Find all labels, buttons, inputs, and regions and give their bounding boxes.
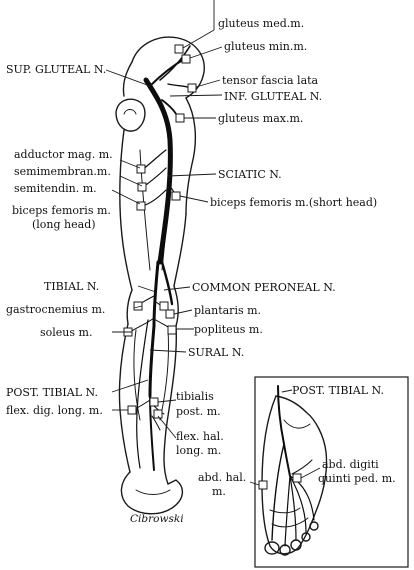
label-biceps-femoris-long-1: biceps femoris m. <box>12 204 111 217</box>
label-flex-dig-long: flex. dig. long. m. <box>6 404 103 417</box>
leg-labels: gluteus med.m. gluteus min.m. SUP. GLUTE… <box>6 17 377 525</box>
label-post-tibial-nerve: POST. TIBIAL N. <box>6 386 98 399</box>
label-abd-digiti-1: abd. digiti <box>322 458 379 471</box>
label-sural-nerve: SURAL N. <box>188 346 244 359</box>
label-semimembran: semimembran.m. <box>14 165 111 178</box>
label-soleus: soleus m. <box>40 326 92 339</box>
label-adductor-mag: adductor mag. m. <box>14 148 113 161</box>
label-abd-hal-1: abd. hal. <box>198 471 246 484</box>
foot-inset: POST. TIBIAL N. abd. digiti quinti ped. … <box>198 376 409 568</box>
label-flex-hal-long-1: flex. hal. <box>176 430 224 443</box>
artist-signature: Cibrowski <box>130 513 184 525</box>
label-sup-gluteal-nerve: SUP. GLUTEAL N. <box>6 63 106 76</box>
label-abd-digiti-2: quinti ped. m. <box>318 472 396 485</box>
label-tibialis-post-2: post. m. <box>176 405 221 418</box>
label-popliteus: popliteus m. <box>194 323 263 336</box>
label-inset-post-tibial-nerve: POST. TIBIAL N. <box>292 384 384 397</box>
label-tibial-nerve: TIBIAL N. <box>44 280 99 293</box>
label-gluteus-min: gluteus min.m. <box>224 40 307 53</box>
label-gastrocnemius: gastrocnemius m. <box>6 303 105 316</box>
inset-frame <box>254 376 409 568</box>
label-flex-hal-long-2: long. m. <box>176 444 221 457</box>
label-abd-hal-2: m. <box>212 485 226 498</box>
label-biceps-femoris-short: biceps femoris m.(short head) <box>210 196 377 209</box>
label-inf-gluteal-nerve: INF. GLUTEAL N. <box>224 90 322 103</box>
leader-lines <box>105 0 223 439</box>
label-gluteus-med: gluteus med.m. <box>218 17 304 30</box>
label-plantaris: plantaris m. <box>194 304 261 317</box>
label-tibialis-post-1: tibialis <box>176 390 214 403</box>
label-gluteus-max: gluteus max.m. <box>218 112 303 125</box>
label-common-peroneal-nerve: COMMON PERONEAL N. <box>192 281 336 294</box>
label-tensor-fascia-lata: tensor fascia lata <box>222 74 319 87</box>
label-semitendin: semitendin. m. <box>14 182 97 195</box>
label-sciatic-nerve: SCIATIC N. <box>218 168 282 181</box>
label-biceps-femoris-long-2: (long head) <box>32 218 96 231</box>
